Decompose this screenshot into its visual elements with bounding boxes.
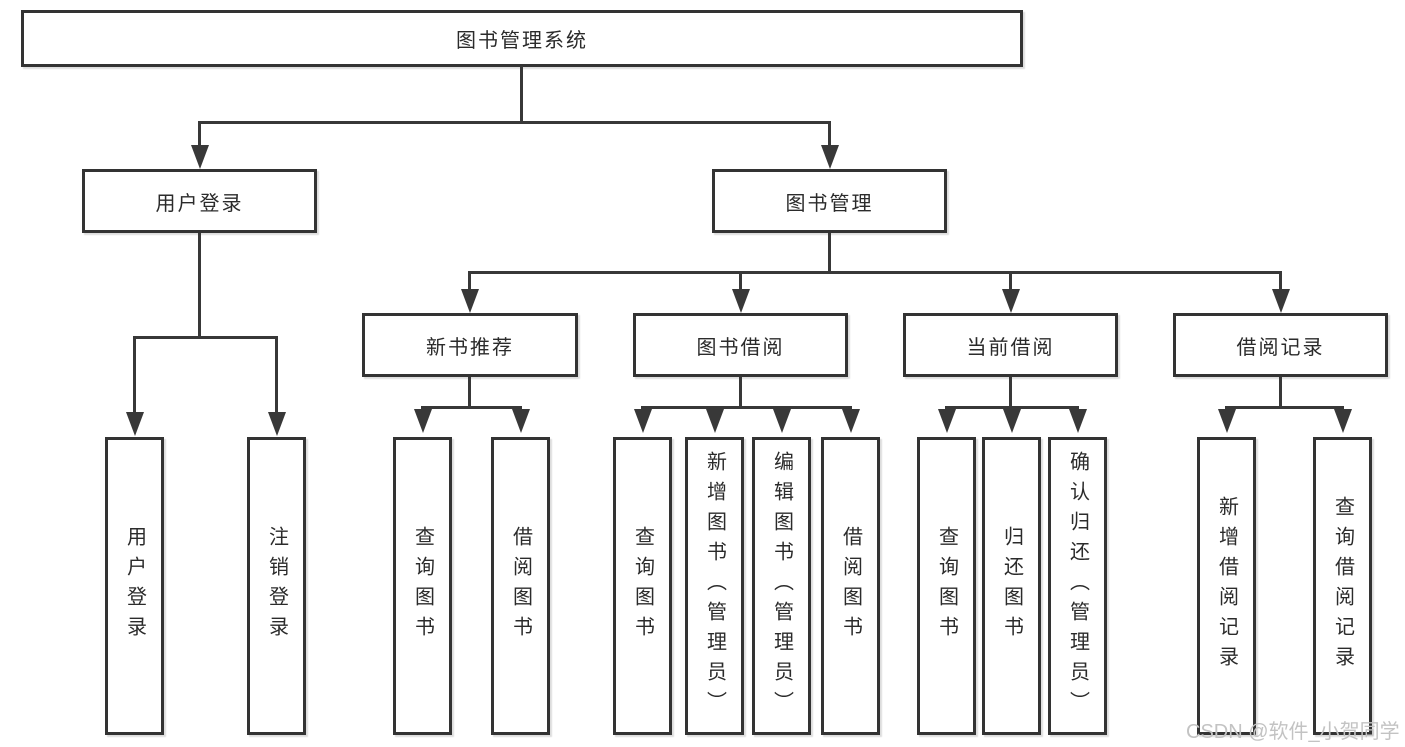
arrow-down-icon <box>773 409 791 433</box>
arrow-down-icon <box>1334 409 1352 433</box>
leaf-label: 新增借阅记录 <box>1215 496 1238 676</box>
leaf-query-books-borrowing: 查询图书 <box>613 437 672 735</box>
node-label: 用户登录 <box>155 192 244 215</box>
node-current-borrowing: 当前借阅 <box>903 313 1118 377</box>
leaf-add-books-admin: 新增图书（管理员） <box>685 437 744 735</box>
leaf-label: 借阅图书 <box>839 526 862 646</box>
node-label: 图书管理系统 <box>456 30 588 52</box>
leaf-label: 查询图书 <box>411 526 434 646</box>
arrow-down-icon <box>732 289 750 313</box>
arrow-down-icon <box>461 289 479 313</box>
node-label: 当前借阅 <box>966 336 1055 359</box>
leaf-label: 查询图书 <box>631 526 654 646</box>
arrow-down-icon <box>842 409 860 433</box>
leaf-logout: 注销登录 <box>247 437 306 735</box>
leaf-label: 编辑图书（管理员） <box>770 451 793 721</box>
connector-line <box>1279 271 1282 291</box>
connector-line <box>520 66 523 122</box>
connector-line <box>468 271 471 291</box>
node-book-borrowing: 图书借阅 <box>633 313 848 377</box>
leaf-label: 查询图书 <box>935 526 958 646</box>
leaf-label: 借阅图书 <box>509 526 532 646</box>
node-label: 图书管理 <box>785 192 874 215</box>
leaf-label: 用户登录 <box>123 526 146 646</box>
node-book-management: 图书管理 <box>712 169 947 233</box>
leaf-return-books: 归还图书 <box>982 437 1041 735</box>
leaf-label: 注销登录 <box>265 526 288 646</box>
node-library-management-system: 图书管理系统 <box>21 10 1023 67</box>
node-label: 新书推荐 <box>426 336 514 359</box>
leaf-query-books-recommend: 查询图书 <box>393 437 452 735</box>
connector-line <box>1009 271 1012 291</box>
arrow-down-icon <box>1069 409 1087 433</box>
node-user-login: 用户登录 <box>82 169 317 233</box>
connector-line <box>739 271 742 291</box>
arrow-down-icon <box>634 409 652 433</box>
leaf-borrow-books-recommend: 借阅图书 <box>491 437 550 735</box>
leaf-label: 确认归还（管理员） <box>1066 451 1089 721</box>
connector-line <box>198 233 201 339</box>
connector-line <box>421 406 522 409</box>
arrow-down-icon <box>512 409 530 433</box>
leaf-query-borrow-record: 查询借阅记录 <box>1313 437 1372 735</box>
connector-line <box>641 406 852 409</box>
arrow-down-icon <box>1003 409 1021 433</box>
arrow-down-icon <box>706 409 724 433</box>
connector-line <box>1009 377 1012 409</box>
arrow-down-icon <box>1218 409 1236 433</box>
arrow-down-icon <box>268 412 286 436</box>
connector-line <box>133 336 278 339</box>
leaf-label: 归还图书 <box>1000 526 1023 646</box>
leaf-borrow-books-borrowing: 借阅图书 <box>821 437 880 735</box>
arrow-down-icon <box>414 409 432 433</box>
node-label: 借阅记录 <box>1236 336 1325 359</box>
leaf-user-login: 用户登录 <box>105 437 164 735</box>
arrow-down-icon <box>126 412 144 436</box>
leaf-label: 查询借阅记录 <box>1331 496 1354 676</box>
connector-line <box>469 271 1282 274</box>
leaf-label: 新增图书（管理员） <box>703 451 726 721</box>
arrow-down-icon <box>1272 289 1290 313</box>
connector-line <box>133 336 136 412</box>
arrow-down-icon <box>191 145 209 169</box>
arrow-down-icon <box>938 409 956 433</box>
connector-line <box>198 121 201 147</box>
connector-line <box>468 377 471 409</box>
connector-line <box>828 121 831 147</box>
connector-line <box>1279 377 1282 409</box>
connector-line <box>828 233 831 273</box>
connector-line <box>739 377 742 409</box>
leaf-confirm-return-admin: 确认归还（管理员） <box>1048 437 1107 735</box>
connector-line <box>275 336 278 412</box>
connector-line <box>1225 406 1344 409</box>
connector-line <box>945 406 1079 409</box>
connector-line <box>198 121 831 124</box>
leaf-query-books-current: 查询图书 <box>917 437 976 735</box>
node-label: 图书借阅 <box>696 336 785 359</box>
node-new-book-recommendation: 新书推荐 <box>362 313 578 377</box>
node-borrowing-records: 借阅记录 <box>1173 313 1388 377</box>
arrow-down-icon <box>821 145 839 169</box>
leaf-edit-books-admin: 编辑图书（管理员） <box>752 437 811 735</box>
leaf-add-borrow-record: 新增借阅记录 <box>1197 437 1256 735</box>
arrow-down-icon <box>1002 289 1020 313</box>
watermark: CSDN @软件_小贺同学 <box>1186 721 1400 743</box>
